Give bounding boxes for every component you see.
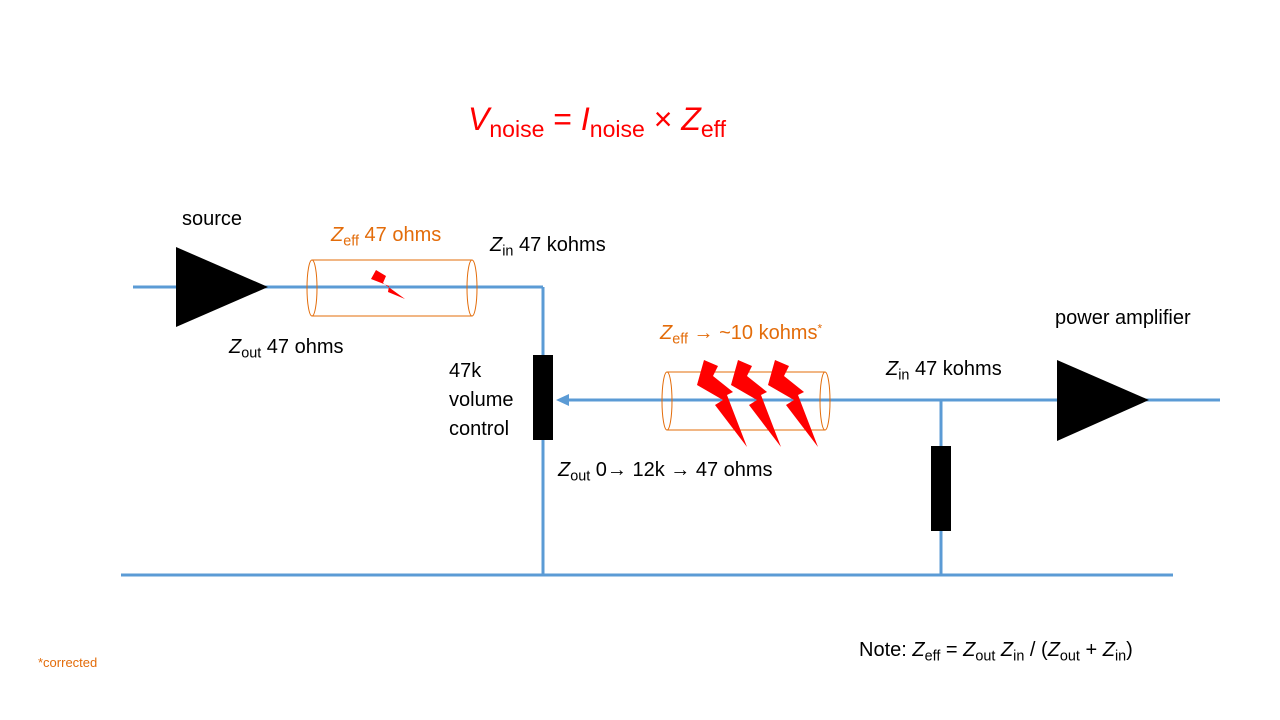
noise-formula: Vnoise = Inoise × Zeff (468, 101, 727, 142)
footnote: *corrected (38, 655, 98, 670)
noise-lightning-icon (371, 270, 405, 299)
amp-input-impedance: Zin 47 kohms (886, 358, 1002, 384)
volume-output-impedance: Zout 0→ 12k → 47 ohms (558, 459, 773, 485)
source-amplifier-triangle (176, 247, 268, 327)
volume-control-label: 47k volume control (449, 360, 514, 440)
volume-control-resistor (533, 355, 553, 440)
power-amplifier-triangle (1057, 360, 1149, 441)
wiper-arrowhead (556, 394, 569, 406)
amp-input-resistor (931, 446, 951, 531)
cable-1-impedance: Zeff 47 ohms (331, 224, 442, 250)
cable-1 (306, 259, 478, 317)
source-output-impedance: Zout 47 ohms (229, 336, 344, 362)
source-label: source (182, 208, 243, 230)
volume-input-impedance: Zin 47 kohms (490, 234, 606, 260)
cable-2-impedance: Zeff → ~10 kohms* (660, 321, 823, 348)
noise-lightning-icon (697, 360, 747, 447)
noise-lightning-icon (731, 360, 781, 447)
noise-lightning-icon (768, 360, 818, 447)
impedance-note: Note: Zeff = Zout Zin / (Zout + Zin) (859, 639, 1133, 665)
power-amplifier-label: power amplifier (1055, 307, 1191, 329)
